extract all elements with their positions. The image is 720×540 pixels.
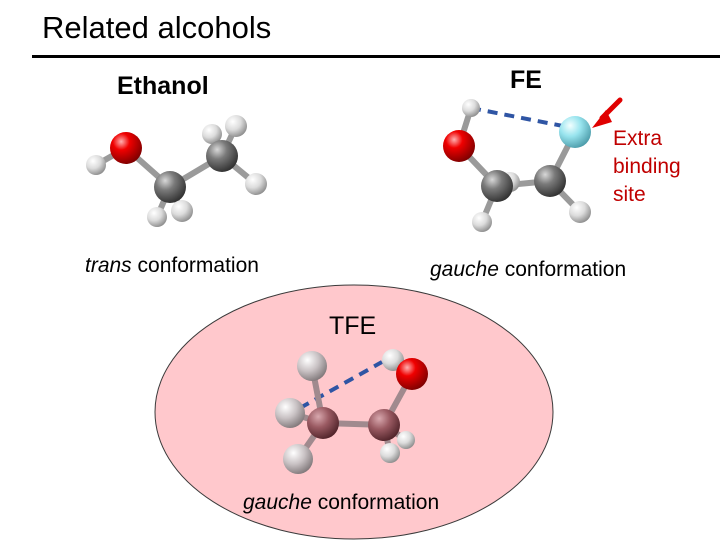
conformation-word: trans bbox=[85, 254, 132, 277]
fe-carbon-atom bbox=[534, 165, 566, 197]
fe-hydrogen-atom bbox=[472, 212, 492, 232]
title-divider bbox=[32, 55, 720, 58]
fe-oxygen-atom bbox=[443, 130, 475, 162]
annotation-line: Extra bbox=[613, 127, 663, 150]
conformation-suffix: conformation bbox=[504, 258, 627, 281]
ethanol-hydrogen-atom bbox=[147, 207, 167, 227]
ethanol-label: Ethanol bbox=[117, 72, 209, 100]
ethanol-hydrogen-atom bbox=[86, 155, 106, 175]
ethanol-carbon-atom bbox=[154, 171, 186, 203]
ethanol-conformation-caption: trans conformation bbox=[85, 254, 259, 278]
tfe-fluorine-atom bbox=[283, 444, 313, 474]
ethanol-hydrogen-atom bbox=[202, 124, 222, 144]
fe-carbon-atom bbox=[481, 170, 513, 202]
tfe-carbon-atom bbox=[307, 407, 339, 439]
red-arrow-icon bbox=[592, 97, 623, 128]
annotation-line: binding bbox=[613, 155, 681, 178]
tfe-hydrogen-atom bbox=[397, 431, 415, 449]
fe-label: FE bbox=[510, 66, 542, 94]
tfe-oxygen-atom bbox=[396, 358, 428, 390]
ethanol-hydrogen-atom bbox=[225, 115, 247, 137]
conformation-word: gauche bbox=[430, 258, 499, 281]
fe-fluorine-atom bbox=[559, 116, 591, 148]
fe-hydrogen-bond bbox=[470, 106, 569, 129]
tfe-fluorine-atom bbox=[275, 398, 305, 428]
tfe-fluorine-atom bbox=[297, 351, 327, 381]
ethanol-oxygen-atom bbox=[110, 132, 142, 164]
fe-conformation-caption: gauche conformation bbox=[430, 258, 626, 282]
conformation-word: gauche bbox=[243, 491, 312, 514]
tfe-conformation-caption: gauche conformation bbox=[243, 491, 439, 515]
tfe-hydrogen-atom bbox=[380, 443, 400, 463]
slide-title: Related alcohols bbox=[42, 10, 272, 45]
tfe-carbon-atom bbox=[368, 409, 400, 441]
annotation-line: site bbox=[613, 183, 646, 206]
ethanol-carbon-atom bbox=[206, 140, 238, 172]
tfe-label: TFE bbox=[329, 312, 377, 340]
conformation-suffix: conformation bbox=[317, 491, 440, 514]
extra-binding-site-annotation: Extra binding site bbox=[613, 125, 681, 209]
fe-hydrogen-atom bbox=[462, 99, 480, 117]
ethanol-hydrogen-atom bbox=[171, 200, 193, 222]
conformation-suffix: conformation bbox=[137, 254, 259, 277]
ethanol-hydrogen-atom bbox=[245, 173, 267, 195]
tfe-ellipse bbox=[154, 284, 554, 540]
fe-hydrogen-atom bbox=[569, 201, 591, 223]
